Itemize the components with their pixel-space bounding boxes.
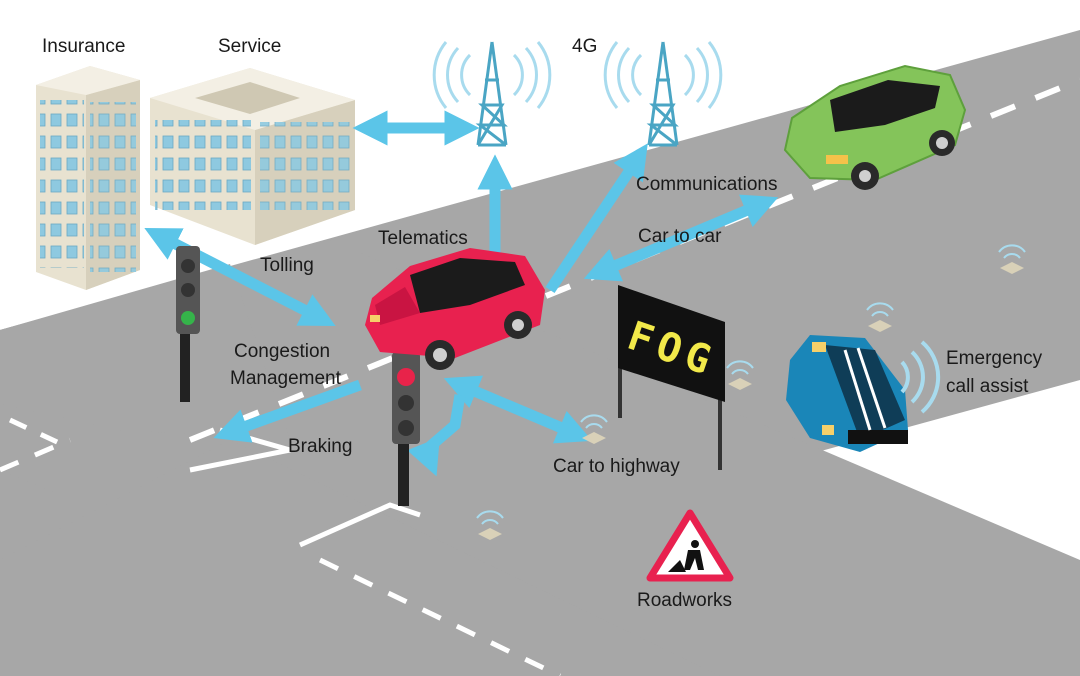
label-congestion-2: Management	[230, 368, 342, 389]
label-car-to-highway: Car to highway	[553, 456, 680, 477]
label-roadworks: Roadworks	[637, 590, 732, 611]
label-emergency-2: call assist	[946, 376, 1029, 397]
label-tolling: Tolling	[260, 255, 314, 276]
label-braking: Braking	[288, 436, 352, 457]
label-service: Service	[218, 36, 281, 57]
label-communications: Communications	[636, 174, 778, 195]
service-building	[150, 68, 355, 245]
label-4g: 4G	[572, 36, 597, 57]
label-emergency-1: Emergency	[946, 348, 1043, 369]
insurance-building	[36, 66, 140, 290]
label-telematics: Telematics	[378, 228, 468, 249]
label-congestion-1: Congestion	[234, 341, 330, 362]
cell-tower-icon	[605, 42, 721, 145]
label-insurance: Insurance	[42, 36, 125, 57]
label-car-to-car: Car to car	[638, 226, 722, 247]
